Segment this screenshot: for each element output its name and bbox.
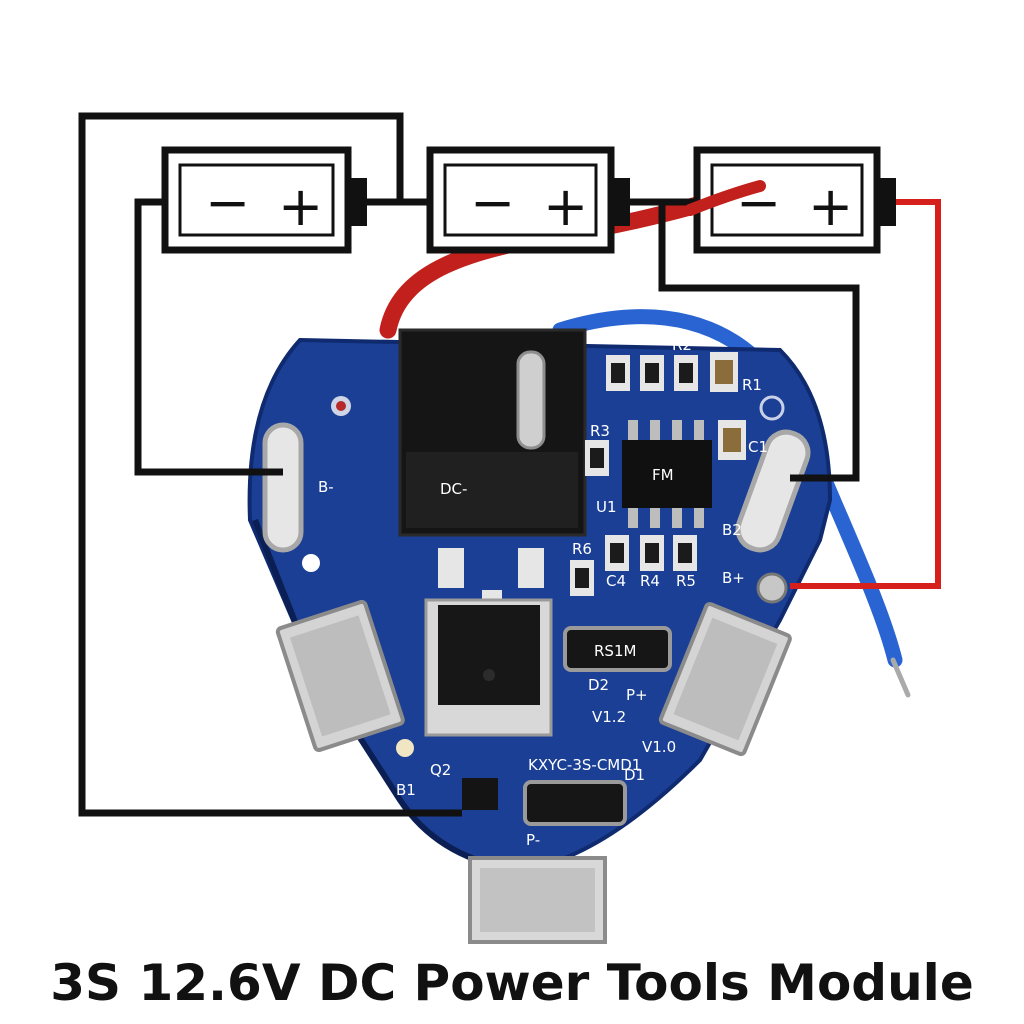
battery-cell-1: − + [161,146,367,254]
dc-jack-pin [516,350,546,450]
wire-b-minus [134,198,283,476]
label-version: V1.2 [592,708,626,726]
label-b1: B1 [396,781,416,799]
label-p-minus: P- [526,831,540,849]
label-b-minus: B- [318,478,334,496]
hole-left [302,554,320,572]
wire-b2 [658,202,860,482]
blue-lead-wire-tip [890,657,911,698]
mosfet-dot [483,669,495,681]
label-b2: B2 [722,521,742,539]
diode-d2 [563,626,672,672]
battery-cell-3: − + [693,146,896,254]
smd-resistors-bottom [570,535,697,596]
label-c1: C1 [748,438,768,456]
label-r6: R6 [572,540,592,558]
battery-cell-2: − + [426,146,630,254]
dc-jack-face [406,452,578,528]
ic-u1-pins [628,420,704,528]
label-r2: R2 [672,336,692,354]
label-c4: C4 [606,572,626,590]
cell-1-positive: + [278,175,323,238]
diode-d1 [523,780,627,826]
cell-2-negative: − [470,171,515,234]
label-r5: R5 [676,572,696,590]
cell-3-positive: + [808,175,853,238]
mosfet-body [438,605,540,705]
label-dc-jack: DC- [440,480,467,498]
red-lead-wire-over [684,180,766,216]
terminal-bottom-tab [468,856,607,944]
slot-b-minus [262,422,304,553]
ic-u1 [622,440,712,508]
wire-b-plus [790,199,941,589]
label-model: KXYC-3S-CMD1 [528,756,641,774]
label-b-plus: B+ [722,569,745,587]
cell-2-positive: + [543,175,588,238]
diode-d2-marking: RS1M [594,642,636,660]
label-d2: D2 [588,676,609,694]
label-r4: R4 [640,572,660,590]
cell-1-negative: − [205,171,250,234]
hole-red-dot-center [336,401,346,411]
bms-pcb: RS1M B- B2 B+ B1 P+ P- U1 DC- V1.2 KXYC-… [247,328,833,944]
label-model-version: V1.0 [642,738,676,756]
label-ic-marking: FM [652,466,674,484]
wire-b1 [78,112,462,817]
label-d1: D1 [624,766,645,784]
label-q2: Q2 [430,761,451,779]
hole-top-right [759,395,785,421]
label-r3: R3 [590,422,610,440]
label-u1: U1 [596,498,617,516]
hole-bottom [396,739,414,757]
slot-b2 [735,429,811,553]
terminal-right-tab [658,602,792,757]
transistor-q2 [462,778,498,810]
mosfet-pad-left [438,548,464,588]
label-r1: R1 [742,376,762,394]
mosfet-pad-right [518,548,544,588]
terminal-left-tab [275,599,405,752]
smd-resistors-top [585,352,746,476]
b-plus-solder-pad [756,572,788,604]
black-wiring [78,112,860,817]
caption-title: 3S 12.6V DC Power Tools Module [50,954,974,1012]
label-p-plus: P+ [626,686,648,704]
